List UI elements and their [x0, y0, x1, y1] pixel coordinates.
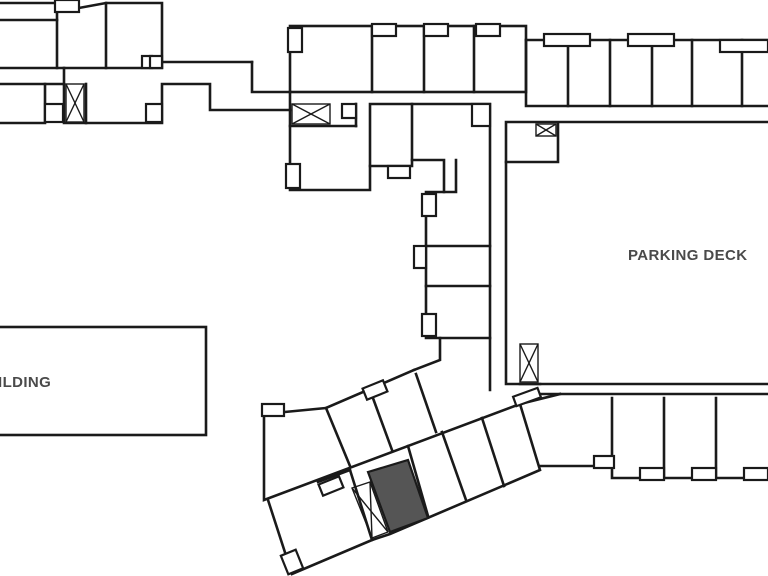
stair-center — [291, 103, 331, 125]
center-corridor — [284, 90, 492, 392]
left-building — [0, 325, 208, 437]
top-center-block — [286, 22, 528, 94]
bottom-right-row — [538, 392, 768, 482]
building-label: ILDING — [0, 374, 51, 391]
parking-deck-outline — [504, 120, 768, 386]
stair-top-left — [65, 83, 85, 123]
highlighted-unit[interactable] — [366, 458, 430, 534]
top-right-row — [524, 32, 768, 108]
top-left-block — [0, 0, 292, 125]
stair-south-wing — [351, 481, 389, 539]
parking-deck-label: PARKING DECK — [628, 247, 748, 264]
south-wing — [260, 368, 562, 576]
